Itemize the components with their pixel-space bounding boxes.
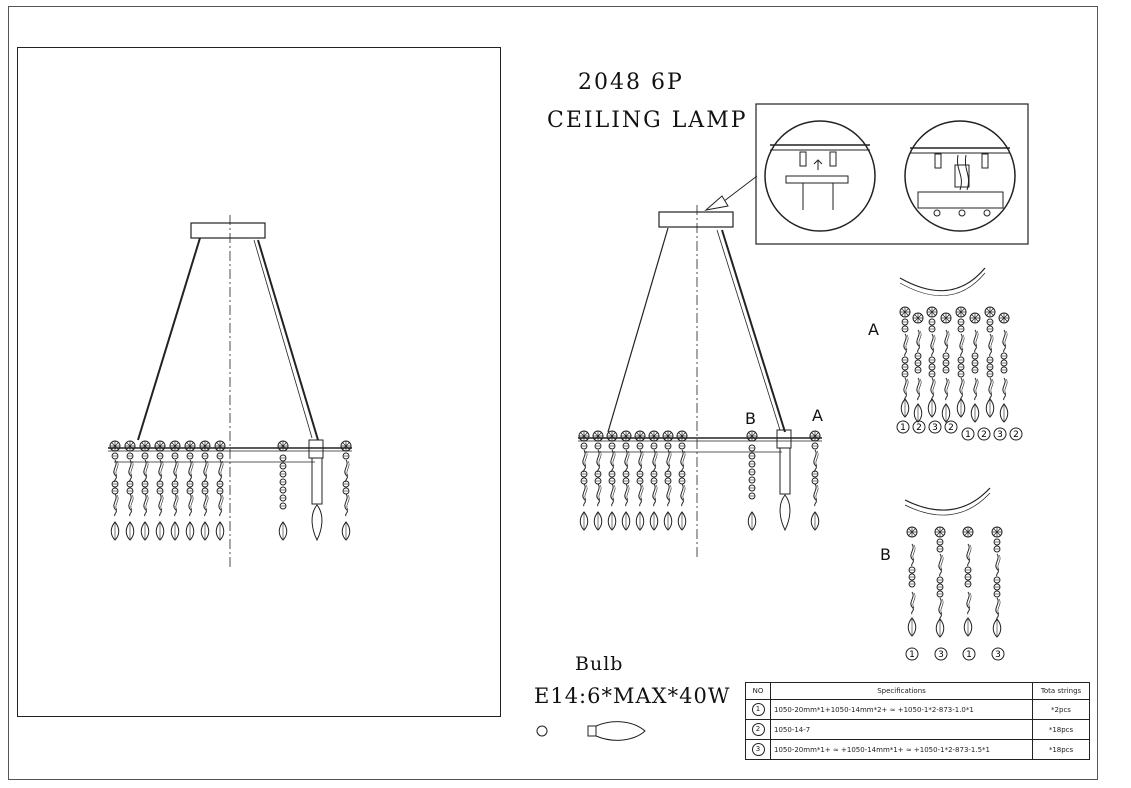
strand-num: 2: [1013, 430, 1019, 440]
table-row: 1 1050-20mm*1+1050-14mm*2+ ≈ +1050-1*2-8…: [745, 699, 1090, 720]
strand-num: 2: [948, 423, 954, 433]
bulb-icon: [536, 721, 646, 741]
side-view-crystals: [110, 441, 351, 540]
table-row: 2 1050-14-7 *18pcs: [745, 719, 1090, 740]
label-a-main: A: [812, 406, 823, 425]
table-row: 3 1050-20mm*1+ ≈ +1050-14mm*1+ ≈ +1050-1…: [745, 739, 1090, 760]
row-qty: *18pcs: [1032, 739, 1090, 760]
strand-num: 1: [909, 650, 915, 660]
row-spec: 1050-14-7: [770, 719, 1033, 740]
header-spec: Specifications: [770, 682, 1033, 700]
table-header-row: NO Specifications Tota strings: [745, 682, 1090, 700]
side-view-lamp: [108, 215, 352, 570]
strand-num: 3: [932, 423, 938, 433]
row-spec: 1050-20mm*1+1050-14mm*2+ ≈ +1050-1*2-873…: [770, 699, 1033, 720]
strand-num: 1: [900, 423, 906, 433]
front-view-crystals: [579, 431, 820, 530]
spec-table: NO Specifications Tota strings 1 1050-20…: [745, 682, 1090, 760]
mounting-detail: [755, 103, 1029, 245]
strand-num: 3: [938, 650, 944, 660]
header-no: NO: [745, 682, 771, 700]
label-a-detail: A: [868, 320, 879, 339]
strand-num: 2: [916, 423, 922, 433]
strand-num: 3: [997, 430, 1003, 440]
label-b-main: B: [745, 409, 756, 428]
strand-num: 1: [966, 650, 972, 660]
strand-numbers-a: 1 2 3 2 1 2 3 2: [896, 420, 1023, 441]
label-b-detail: B: [880, 545, 891, 564]
bulb-spec: E14:6*MAX*40W: [534, 684, 731, 708]
sheet-border: [8, 6, 1098, 780]
row-spec: 1050-20mm*1+ ≈ +1050-14mm*1+ ≈ +1050-1*2…: [770, 739, 1033, 760]
row-no: 1: [751, 703, 765, 716]
bulb-label: Bulb: [575, 653, 624, 675]
side-view-panel: [17, 47, 501, 717]
strand-num: 3: [995, 650, 1001, 660]
model-title: 2048 6P: [578, 70, 684, 95]
row-qty: *18pcs: [1032, 719, 1090, 740]
strand-numbers-b: 1 3 1 3: [905, 647, 1005, 661]
strand-num: 1: [965, 430, 971, 440]
row-qty: *2pcs: [1032, 699, 1090, 720]
strand-detail-a: [900, 267, 1009, 422]
front-view-lamp: [578, 175, 822, 560]
product-title: CEILING LAMP: [547, 108, 748, 133]
header-qty: Tota strings: [1032, 682, 1090, 700]
row-no: 3: [751, 743, 765, 756]
strand-detail-b: [904, 487, 1002, 637]
strand-num: 2: [981, 430, 987, 440]
row-no: 2: [751, 723, 765, 736]
